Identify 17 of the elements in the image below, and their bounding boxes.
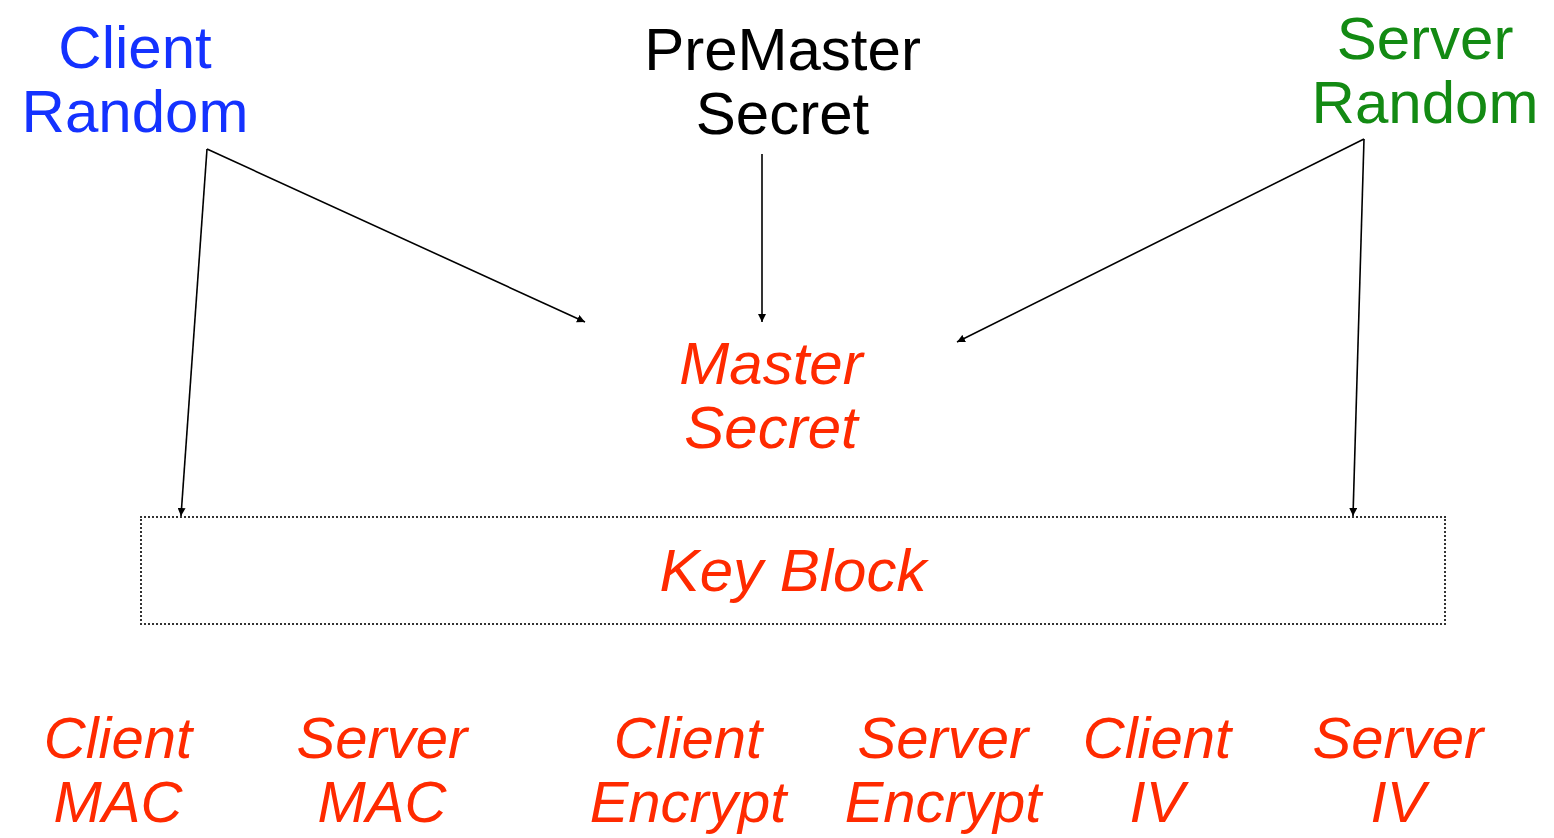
node-label: Master Secret	[678, 332, 866, 460]
output-key-label: Client IV	[1082, 706, 1232, 834]
node-label: Key Block	[659, 538, 927, 603]
arrow	[177, 148, 208, 517]
arrow	[206, 148, 586, 323]
output-key-label: Client Encrypt	[588, 706, 790, 834]
key-block-box	[140, 516, 1446, 625]
arrow	[956, 138, 1365, 343]
node-label: Client Random	[20, 15, 250, 144]
arrow	[1349, 138, 1365, 517]
arrow	[758, 153, 766, 323]
output-key-label: Server MAC	[295, 706, 470, 834]
output-key-label: Client MAC	[42, 706, 195, 834]
output-key-label: Server Encrypt	[843, 706, 1045, 834]
output-key-label: Server IV	[1311, 706, 1486, 834]
node-label: Server Random	[1310, 7, 1540, 135]
node-label: PreMaster Secret	[643, 18, 922, 146]
